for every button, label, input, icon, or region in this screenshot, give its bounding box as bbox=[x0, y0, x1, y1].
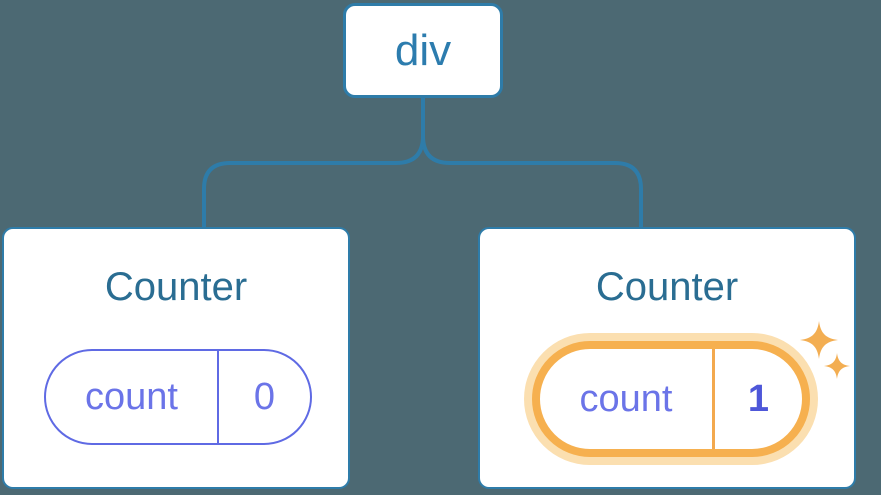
counter-card-left: Counter count 0 bbox=[2, 227, 350, 489]
state-key: count bbox=[579, 377, 673, 420]
state-value: 1 bbox=[747, 377, 770, 420]
counter-card-right: Counter count 1 bbox=[478, 227, 856, 489]
root-node-div: div bbox=[343, 3, 503, 98]
component-title: Counter bbox=[104, 265, 248, 309]
root-node-label: div bbox=[394, 25, 452, 75]
state-pill-highlighted: count 1 bbox=[532, 341, 810, 457]
state-value: 0 bbox=[253, 375, 276, 418]
component-title: Counter bbox=[595, 265, 739, 309]
pill-divider bbox=[712, 349, 715, 449]
state-pill: count 0 bbox=[44, 349, 312, 445]
pill-divider bbox=[217, 351, 219, 443]
state-key: count bbox=[85, 375, 178, 418]
sparkles-icon bbox=[800, 321, 850, 379]
